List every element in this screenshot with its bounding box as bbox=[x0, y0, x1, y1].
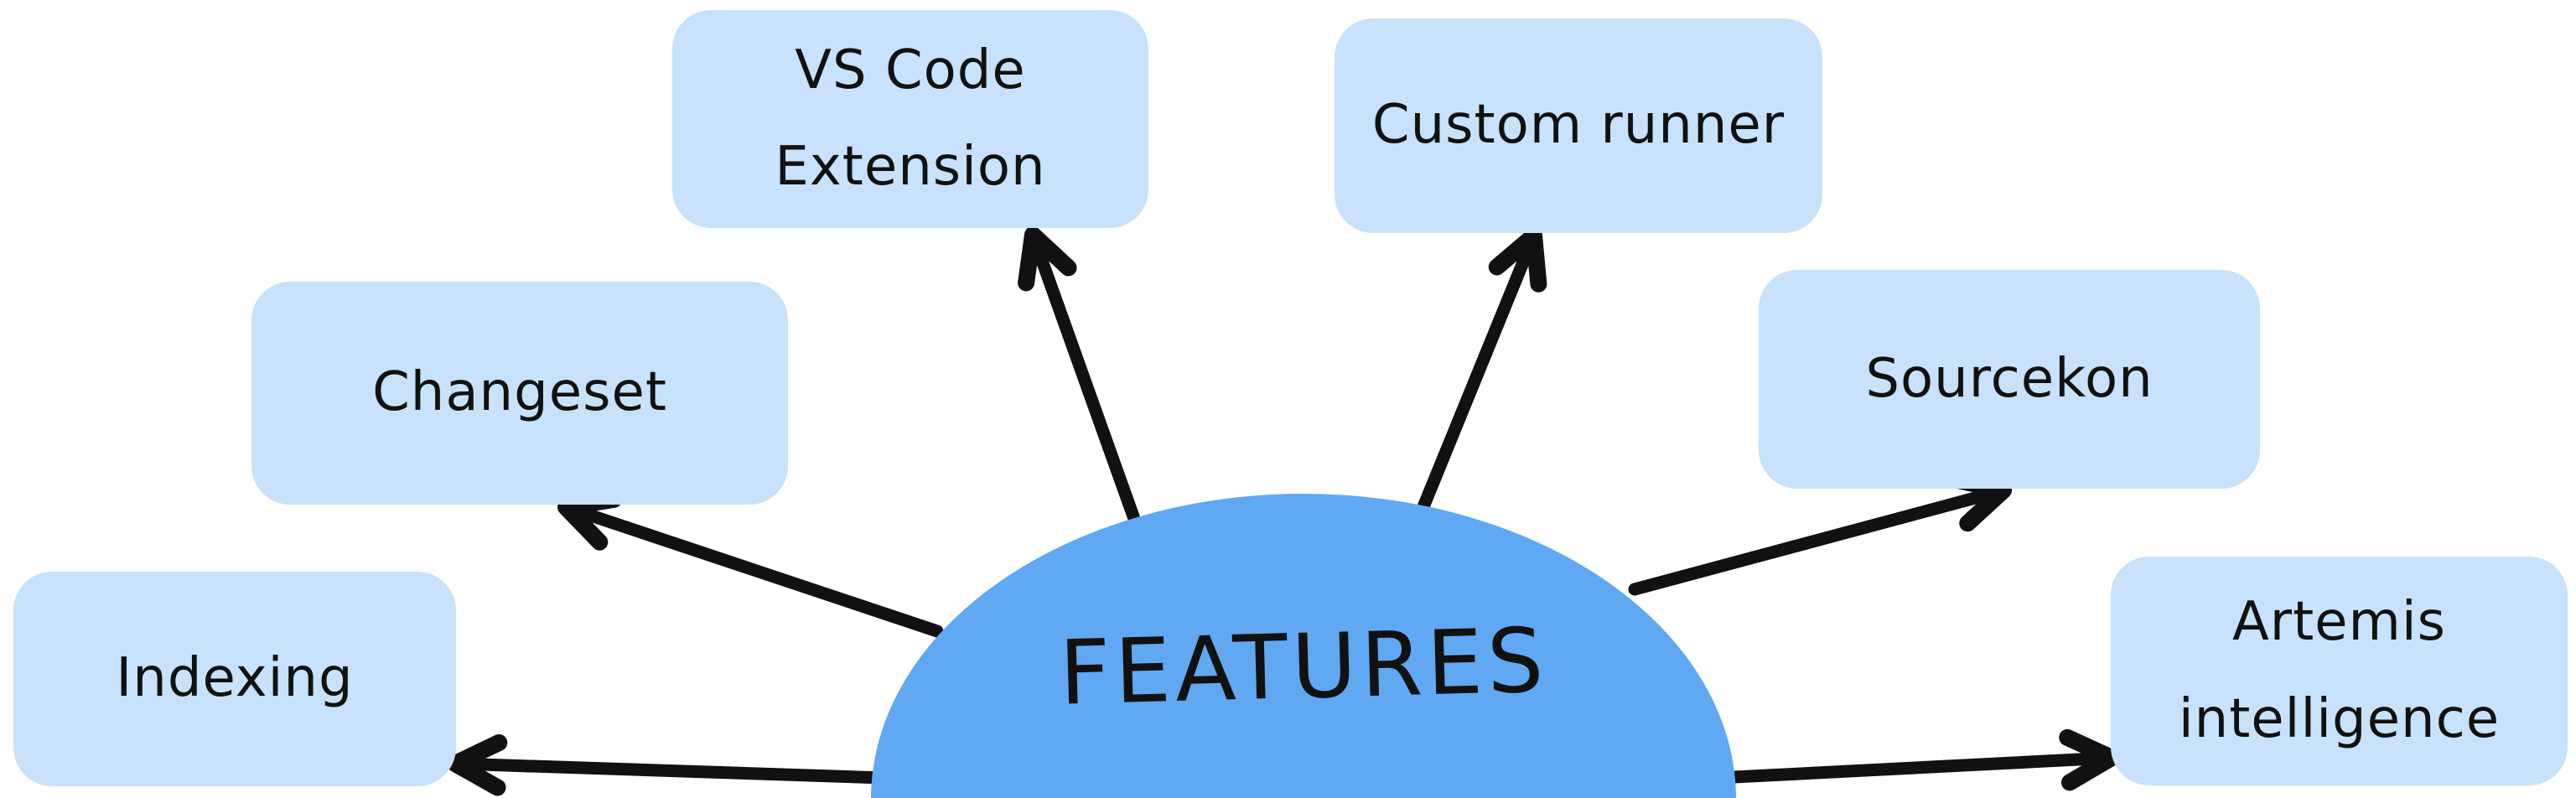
node-label-line: intelligence bbox=[2178, 687, 2501, 750]
arrow-sourcekon bbox=[1628, 471, 2012, 596]
arrow-shaft bbox=[1695, 751, 2118, 785]
arrowhead-icon bbox=[1018, 226, 1077, 292]
arrow-shaft bbox=[559, 500, 944, 638]
node-label-line: Changeset bbox=[372, 361, 667, 424]
node-vscode-extension: VS Code Extension bbox=[672, 10, 1148, 228]
arrow-custom-runner bbox=[1414, 227, 1547, 520]
node-label-line: Custom runner bbox=[1371, 94, 1786, 157]
node-indexing: Indexing bbox=[13, 572, 456, 786]
arrow-shaft bbox=[1628, 484, 2010, 596]
arrow-shaft bbox=[1414, 229, 1541, 520]
node-label-line: VS Code bbox=[795, 39, 1026, 101]
node-label-line: Indexing bbox=[116, 647, 354, 710]
node-sourcekon: Sourcekon bbox=[1759, 270, 2260, 489]
arrow-artemis-intelligence bbox=[1695, 728, 2120, 791]
node-changeset: Changeset bbox=[251, 282, 788, 505]
arrow-shaft bbox=[448, 757, 916, 785]
hub-shape bbox=[871, 494, 1736, 798]
node-artemis-intelligence: Artemis intelligence bbox=[2111, 557, 2568, 785]
node-label-line: Artemis bbox=[2231, 591, 2447, 654]
arrowhead-icon bbox=[1488, 227, 1547, 293]
node-custom-runner: Custom runner bbox=[1335, 18, 1822, 233]
arrow-vscode-extension bbox=[1018, 226, 1140, 523]
arrow-indexing bbox=[447, 733, 916, 796]
node-label-line: Sourcekon bbox=[1865, 347, 2154, 410]
node-label-line: Extension bbox=[775, 136, 1046, 198]
arrow-changeset bbox=[557, 490, 944, 638]
arrow-shaft bbox=[1026, 228, 1140, 523]
arrowhead-icon bbox=[447, 733, 508, 796]
